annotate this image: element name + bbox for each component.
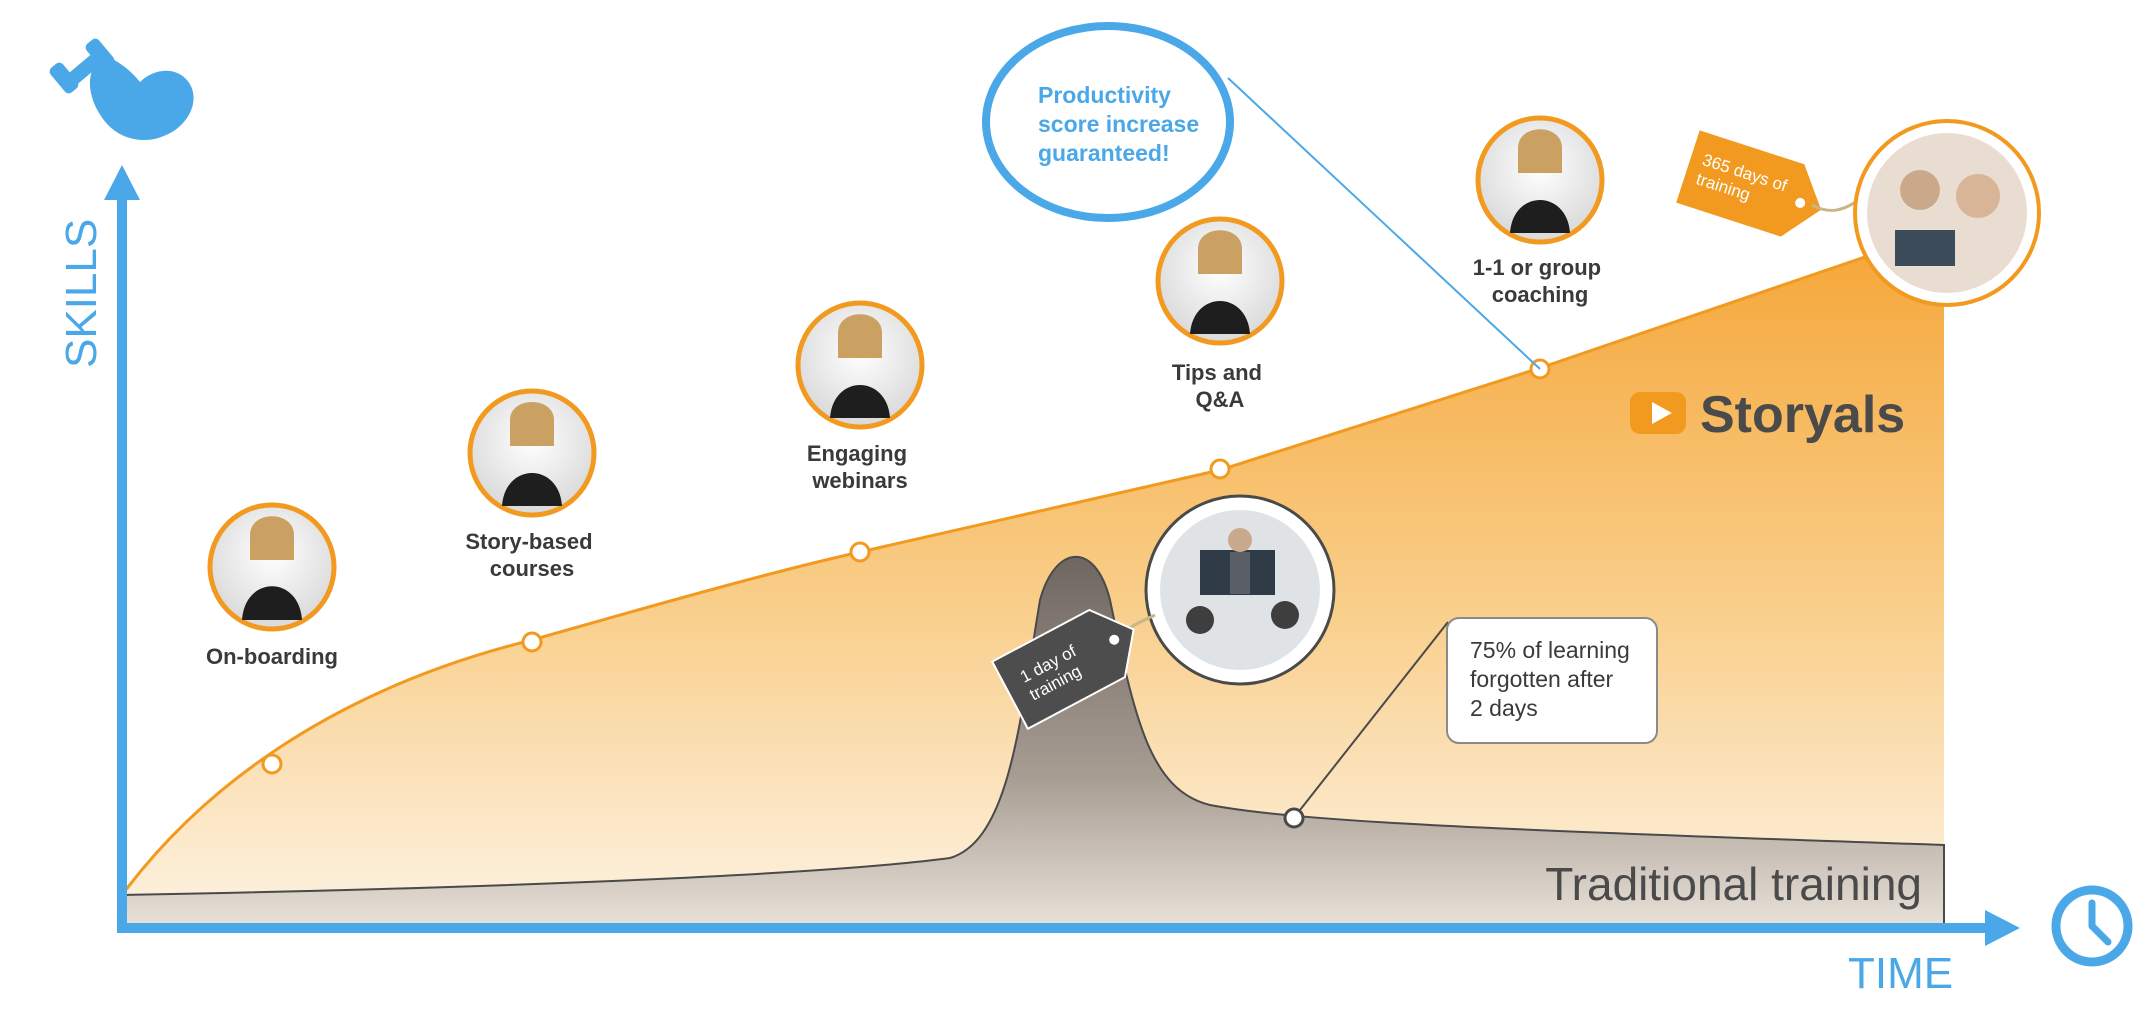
productivity-bubble-text: Productivity score increase guaranteed! bbox=[1038, 82, 1206, 166]
milestone-label-coaching-line2: coaching bbox=[1492, 282, 1589, 307]
forgotten-note-text: 75% of learning forgotten after 2 days bbox=[1470, 637, 1636, 721]
productivity-bubble bbox=[982, 22, 1234, 222]
milestone-label-coaching-line1: 1-1 or group bbox=[1473, 255, 1601, 280]
milestone-label-webinars-line2: webinars bbox=[811, 468, 907, 493]
storyals-logo: Storyals bbox=[1630, 386, 1905, 444]
milestone-label-coaching: 1-1 or group coaching bbox=[1473, 255, 1607, 307]
clock-icon bbox=[2051, 885, 2133, 967]
y-axis-arrow bbox=[104, 165, 140, 200]
milestone-label-onboarding: On-boarding bbox=[206, 644, 338, 669]
forgotten-line3: 2 days bbox=[1470, 695, 1538, 721]
milestone-label-story-courses-line2: courses bbox=[490, 556, 574, 581]
forgotten-note-box bbox=[1446, 617, 1658, 744]
milestone-avatar-tips bbox=[1155, 216, 1285, 346]
productivity-pointer-line bbox=[1227, 77, 1541, 370]
milestone-label-tips: Tips and Q&A bbox=[1172, 360, 1268, 412]
traditional-curve-area bbox=[121, 555, 1945, 926]
milestone-label-tips-line1: Tips and bbox=[1172, 360, 1262, 385]
forgotten-dot bbox=[1283, 807, 1305, 829]
milestone-label-tips-line2: Q&A bbox=[1196, 387, 1245, 412]
flexed-arm-dumbbell-icon bbox=[49, 38, 194, 141]
productivity-line3: guaranteed! bbox=[1038, 140, 1170, 166]
milestone-label-story-courses: Story-based courses bbox=[465, 529, 598, 581]
traditional-training-label: Traditional training bbox=[1545, 858, 1922, 910]
y-axis-label: SKILLS bbox=[57, 219, 106, 368]
storyals-curve-area bbox=[122, 230, 1944, 925]
productivity-line1: Productivity bbox=[1038, 82, 1171, 108]
milestone-avatar-story-courses bbox=[467, 388, 597, 518]
milestone-label-onboarding-line1: On-boarding bbox=[206, 644, 338, 669]
milestone-dot-onboarding bbox=[261, 753, 283, 775]
x-axis-label: TIME bbox=[1848, 949, 1953, 998]
milestone-avatar-webinars bbox=[795, 300, 925, 430]
milestone-dots bbox=[261, 358, 1551, 775]
milestone-avatar-onboarding bbox=[207, 502, 337, 632]
forgotten-line1: 75% of learning bbox=[1470, 637, 1630, 663]
photo-team-laptop bbox=[1853, 119, 2041, 307]
milestone-label-story-courses-line1: Story-based bbox=[465, 529, 592, 554]
photo-classroom-training bbox=[1144, 494, 1336, 686]
tag-365-days: 365 days of training bbox=[1676, 130, 1822, 237]
tag-1-day: 1 day of training bbox=[990, 608, 1135, 731]
milestone-label-webinars-line1: Engaging bbox=[807, 441, 907, 466]
milestone-dot-story-courses bbox=[521, 631, 543, 653]
milestone-dot-tips bbox=[1209, 458, 1231, 480]
x-axis-arrow bbox=[1985, 910, 2020, 946]
milestone-label-webinars: Engaging webinars bbox=[807, 441, 913, 493]
milestone-dot-webinars bbox=[849, 541, 871, 563]
forgotten-line2: forgotten after bbox=[1470, 666, 1614, 692]
brand-name: Storyals bbox=[1700, 386, 1905, 444]
productivity-line2: score increase bbox=[1038, 111, 1199, 137]
forgotten-pointer-line bbox=[1299, 621, 1449, 811]
milestone-avatar-coaching bbox=[1475, 115, 1605, 245]
